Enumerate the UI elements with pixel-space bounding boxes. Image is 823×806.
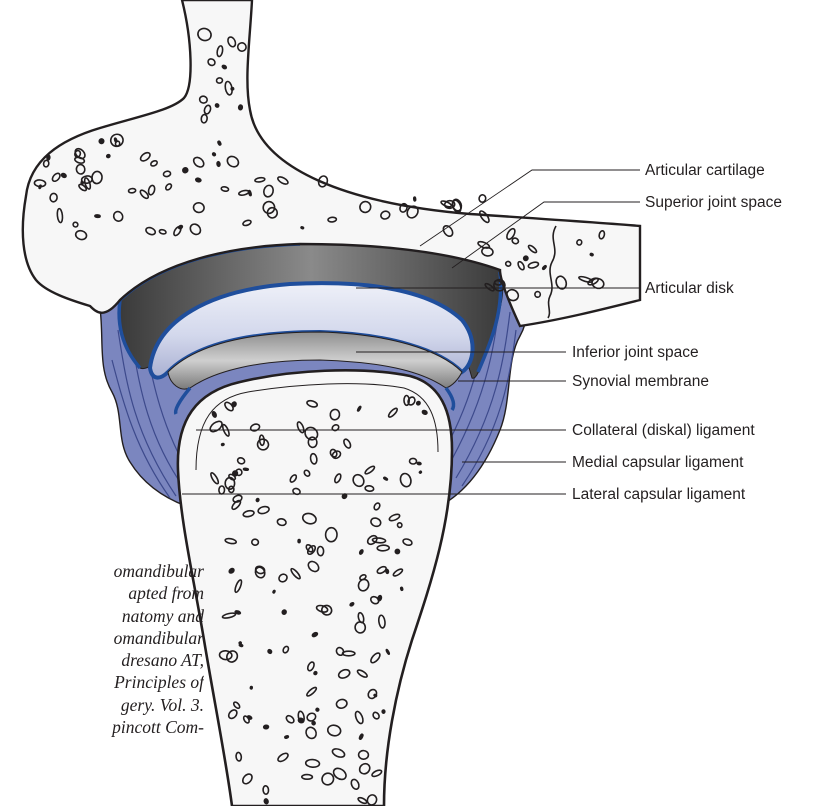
label-articular-disk: Articular disk (645, 280, 734, 297)
bone-pore (416, 401, 421, 406)
bone-pore (400, 587, 403, 590)
caption-line: pincott Com- (0, 716, 204, 738)
label-collateral-ligament: Collateral (diskal) ligament (572, 422, 755, 439)
label-synovial-membrane: Synovial membrane (572, 373, 709, 390)
bone-pore (250, 686, 252, 689)
bone-pore (298, 540, 300, 543)
bone-pore (386, 569, 389, 573)
bone-pore (195, 178, 201, 183)
bone-pore (285, 735, 289, 738)
caption-line: dresano AT, (0, 649, 204, 671)
bone-pore (239, 644, 243, 647)
caption-line: natomy and (0, 605, 204, 627)
bone-pore (417, 462, 421, 465)
bone-pore (312, 721, 316, 725)
bone-pore (419, 471, 422, 473)
bone-pore (316, 708, 320, 712)
caption-line: apted from (0, 582, 204, 604)
bone-pore (256, 498, 259, 502)
bone-pore (313, 671, 317, 675)
label-superior-joint-space: Superior joint space (645, 194, 782, 211)
label-inferior-joint-space: Inferior joint space (572, 344, 699, 361)
bone-pore (243, 468, 248, 470)
bone-pore (590, 253, 593, 256)
mandibular-condyle (178, 370, 452, 806)
caption-line: Principles of (0, 671, 204, 693)
bone-pore (106, 154, 110, 158)
bone-pore (264, 799, 269, 805)
bone-pore (47, 155, 50, 160)
bone-pore (221, 443, 224, 446)
bone-pore (301, 226, 304, 228)
bone-pore (282, 609, 287, 614)
label-articular-cartilage: Articular cartilage (645, 162, 765, 179)
label-lateral-capsular-ligament: Lateral capsular ligament (572, 486, 746, 503)
bone-pore (264, 725, 269, 729)
caption-line: gery. Vol. 3. (0, 694, 204, 716)
bone-pore (98, 138, 104, 144)
bone-pore (217, 162, 220, 167)
bone-pore (273, 590, 276, 593)
bone-pore (377, 595, 381, 601)
bone-pore (114, 138, 117, 142)
figure-caption: omandibular apted from natomy and omandi… (0, 560, 204, 738)
caption-line: omandibular (0, 627, 204, 649)
bone-pore (95, 215, 100, 218)
caption-line: omandibular (0, 560, 204, 582)
bone-pore (212, 152, 216, 156)
bone-pore (382, 710, 385, 713)
bone-pore (215, 103, 220, 108)
label-medial-capsular-ligament: Medial capsular ligament (572, 454, 744, 471)
bone-pore (238, 105, 242, 110)
bone-pore (414, 197, 416, 201)
